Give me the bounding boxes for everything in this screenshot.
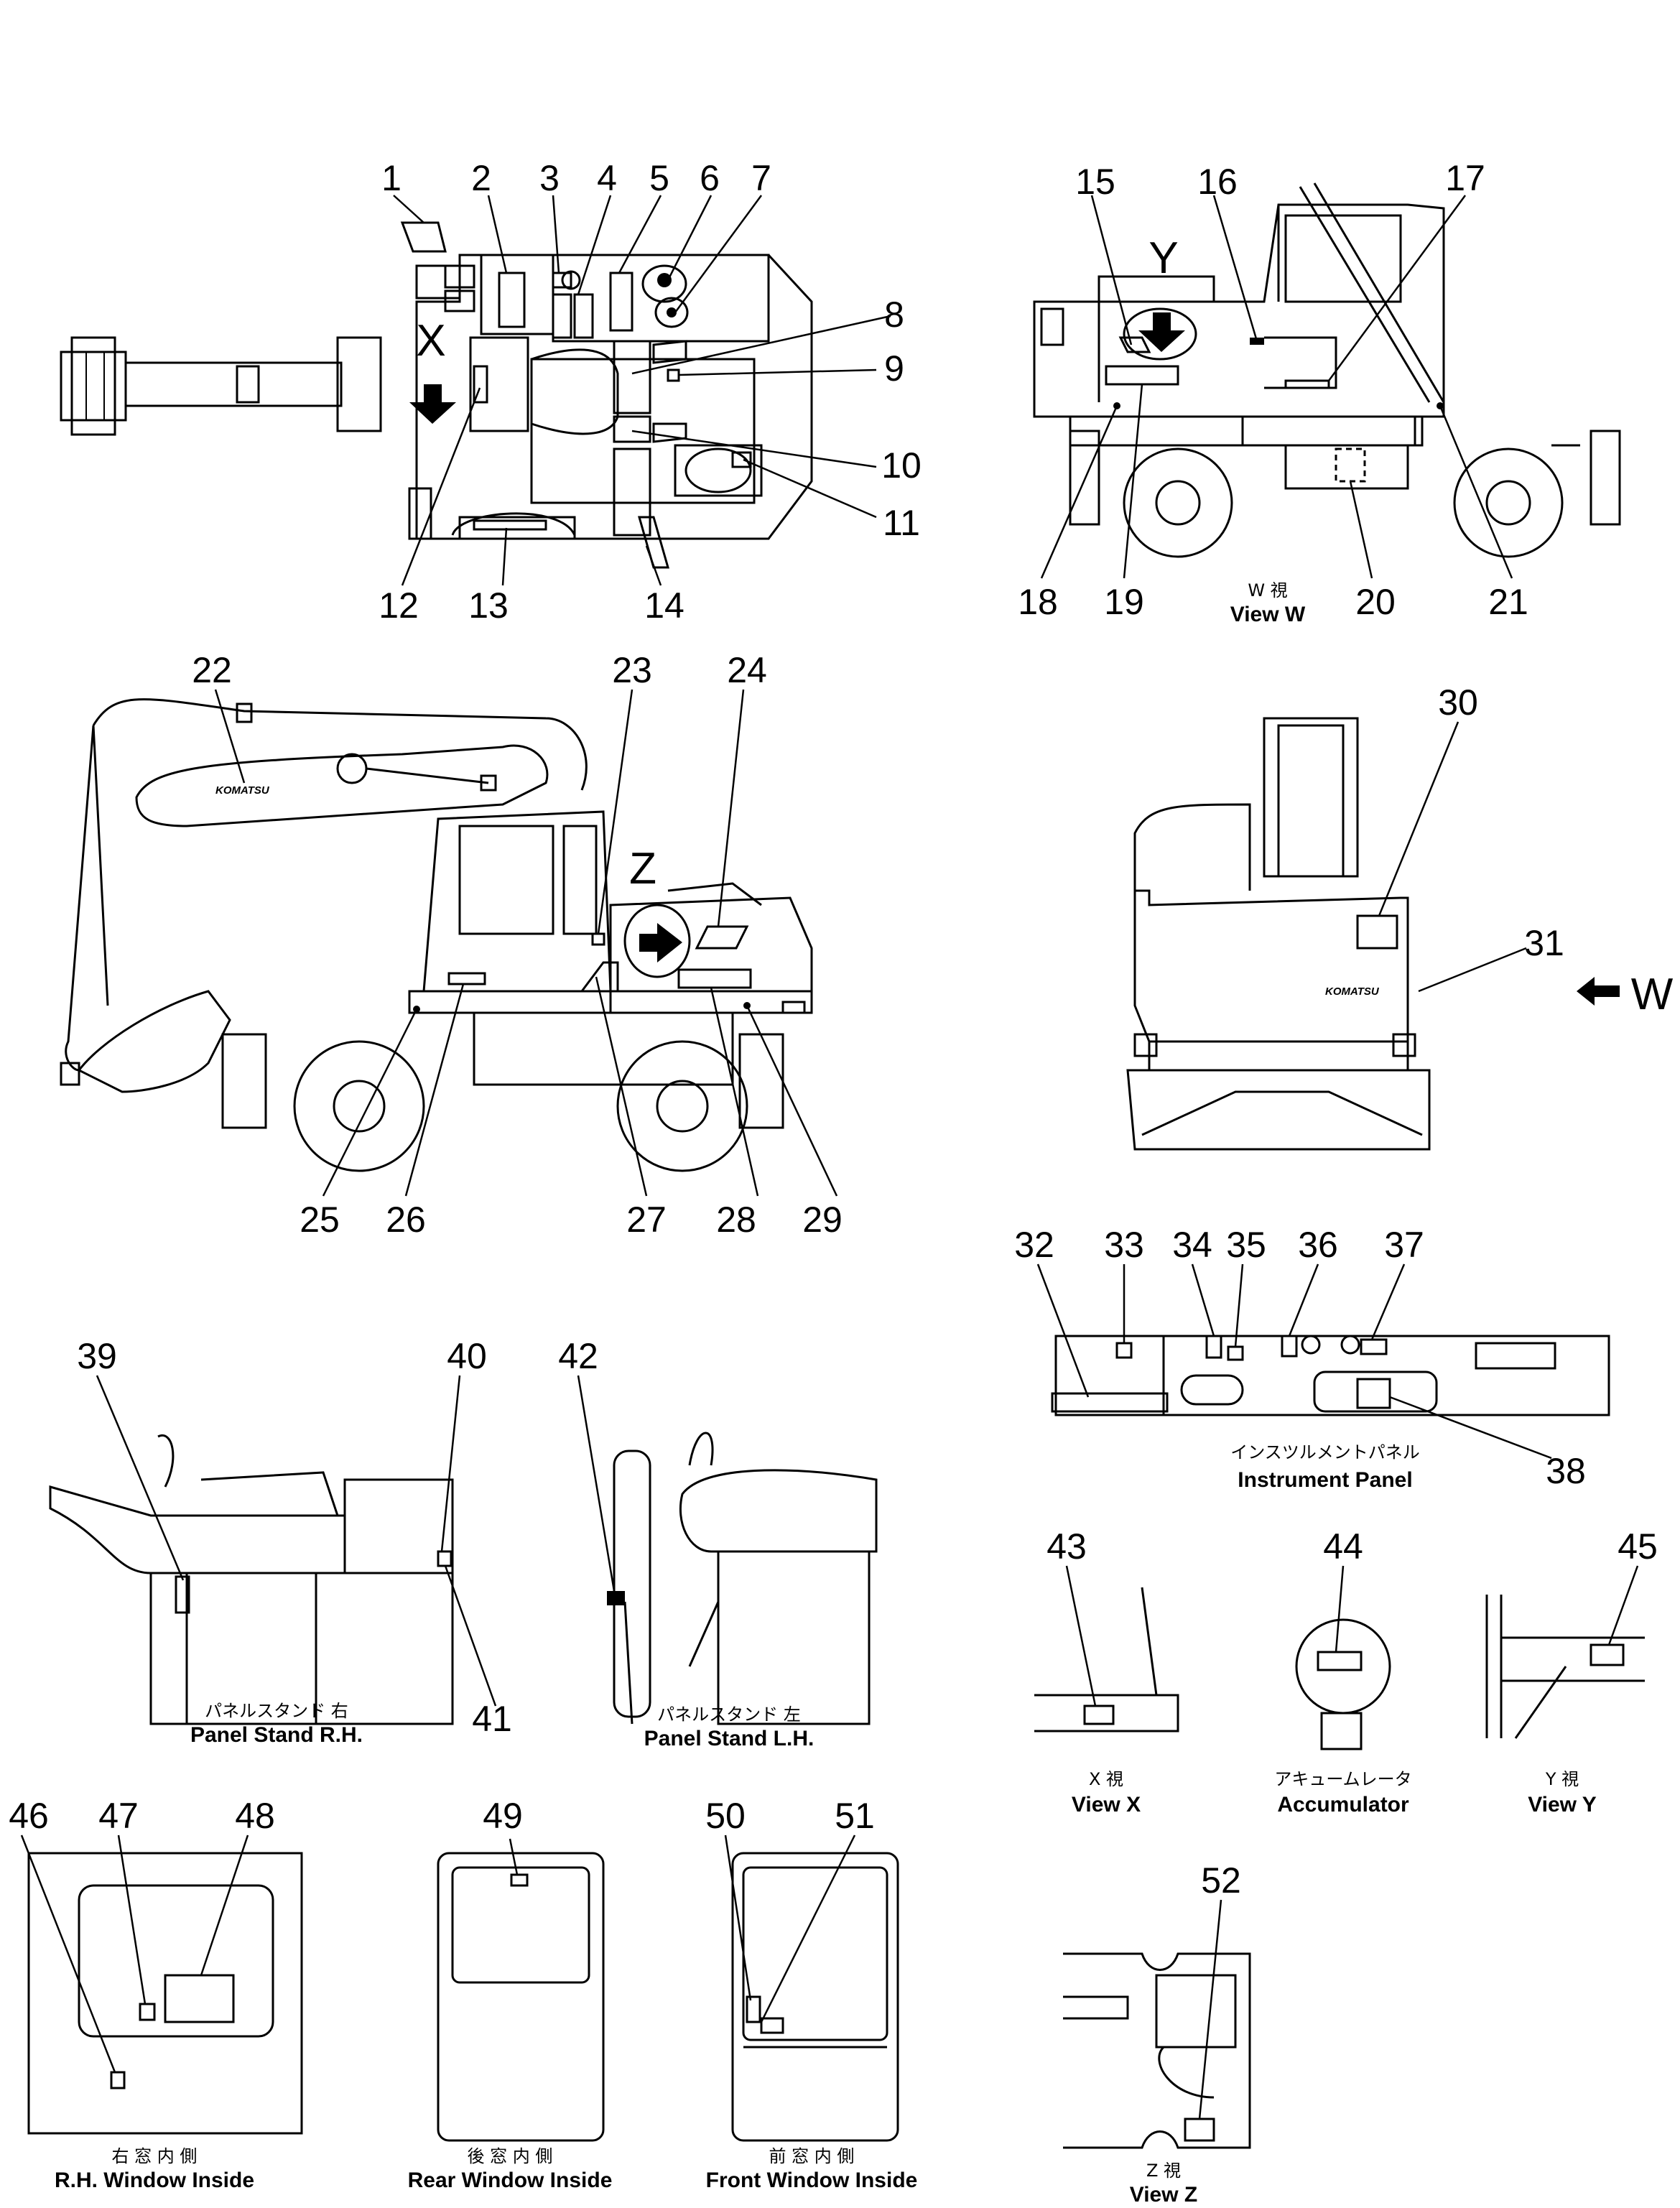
- label-46: 46: [9, 1796, 49, 1836]
- label-3: 3: [539, 158, 560, 198]
- view-x-caption-jp: X 視: [1089, 1769, 1123, 1789]
- instrument-panel-caption-jp: インスツルメントパネル: [1230, 1442, 1420, 1462]
- front-window-caption-jp: 前 窓 内 側: [769, 2146, 855, 2166]
- rear-window-caption-jp: 後 窓 内 側: [468, 2146, 553, 2166]
- panel-stand-lh-caption-jp: パネルスタンド 左: [657, 1704, 801, 1725]
- label-29: 29: [802, 1200, 843, 1240]
- label-20: 20: [1355, 582, 1396, 622]
- panel-stand-rh-caption-jp: パネルスタンド 右: [205, 1701, 348, 1721]
- label-38: 38: [1546, 1451, 1586, 1491]
- panel-stand-lh-caption: Panel Stand L.H.: [644, 1727, 815, 1750]
- label-48: 48: [235, 1796, 275, 1836]
- view-x-caption: View X: [1072, 1793, 1141, 1817]
- label-21: 21: [1488, 582, 1528, 622]
- instrument-panel: [1051, 1335, 1610, 1416]
- front-window: [731, 1852, 899, 2142]
- label-33: 33: [1104, 1225, 1144, 1265]
- label-24: 24: [727, 650, 767, 690]
- label-10: 10: [881, 445, 922, 486]
- view-z-caption-jp: Z 視: [1146, 2161, 1181, 2181]
- label-12: 12: [379, 585, 419, 626]
- rear-window-caption: Rear Window Inside: [408, 2168, 613, 2192]
- accumulator-caption-jp: アキュームレータ: [1274, 1769, 1411, 1789]
- view-w-caption-jp: W 視: [1248, 580, 1287, 600]
- label-9: 9: [884, 348, 904, 389]
- label-45: 45: [1618, 1526, 1658, 1567]
- view-y-caption-jp: Y 視: [1545, 1769, 1579, 1789]
- view-w-caption: View W: [1230, 603, 1306, 626]
- label-18: 18: [1018, 582, 1058, 622]
- rh-window-caption: R.H. Window Inside: [55, 2168, 254, 2192]
- label-39: 39: [77, 1336, 117, 1376]
- instrument-panel-caption: Instrument Panel: [1238, 1468, 1412, 1492]
- label-15: 15: [1075, 162, 1115, 202]
- label-27: 27: [626, 1200, 667, 1240]
- label-41: 41: [472, 1699, 512, 1739]
- view-y: [1485, 1595, 1645, 1739]
- label-13: 13: [468, 585, 509, 626]
- view-w-side: [1033, 182, 1621, 558]
- label-26: 26: [386, 1200, 426, 1240]
- view-z-caption: View Z: [1130, 2183, 1197, 2207]
- view-w-letter: W: [1631, 970, 1674, 1019]
- label-37: 37: [1384, 1225, 1424, 1265]
- label-47: 47: [98, 1796, 139, 1836]
- label-32: 32: [1014, 1225, 1054, 1265]
- label-17: 17: [1445, 158, 1485, 198]
- label-7: 7: [751, 158, 771, 198]
- accumulator-caption: Accumulator: [1277, 1793, 1409, 1817]
- label-44: 44: [1323, 1526, 1363, 1567]
- label-4: 4: [597, 158, 617, 198]
- front-window-caption: Front Window Inside: [706, 2168, 918, 2192]
- panel-stand-lh: [607, 1432, 878, 1725]
- komatsu-logo-rear: KOMATSU: [1325, 985, 1380, 998]
- label-49: 49: [483, 1796, 523, 1836]
- label-35: 35: [1226, 1225, 1266, 1265]
- view-y-caption: View Y: [1528, 1793, 1597, 1817]
- accumulator: [1295, 1618, 1391, 1750]
- label-5: 5: [649, 158, 669, 198]
- label-11: 11: [883, 503, 920, 543]
- label-25: 25: [300, 1200, 340, 1240]
- label-1: 1: [381, 158, 402, 198]
- view-y-letter: Y: [1148, 233, 1178, 283]
- part-numbers: 1 2 3 4 5 6 7 8 9 10 11 12 13 14 15 16 1…: [9, 158, 1658, 1901]
- label-34: 34: [1172, 1225, 1212, 1265]
- rh-window: [27, 1852, 303, 2135]
- label-16: 16: [1197, 162, 1238, 202]
- view-x: [1034, 1587, 1179, 1732]
- label-42: 42: [558, 1336, 598, 1376]
- label-14: 14: [644, 585, 684, 626]
- label-23: 23: [612, 650, 652, 690]
- label-22: 22: [192, 650, 232, 690]
- label-31: 31: [1524, 923, 1564, 963]
- label-40: 40: [447, 1336, 487, 1376]
- label-30: 30: [1438, 682, 1478, 723]
- view-z: [1063, 1952, 1251, 2149]
- leader-lines: [20, 195, 1639, 2120]
- label-8: 8: [884, 294, 904, 335]
- label-36: 36: [1298, 1225, 1338, 1265]
- top-view: [60, 221, 813, 569]
- label-19: 19: [1104, 582, 1144, 622]
- rh-window-caption-jp: 右 窓 内 側: [112, 2146, 198, 2166]
- label-2: 2: [471, 158, 491, 198]
- side-view: KOMATSU: [60, 698, 813, 1172]
- label-6: 6: [700, 158, 720, 198]
- label-43: 43: [1046, 1526, 1087, 1567]
- komatsu-logo: KOMATSU: [215, 784, 270, 797]
- label-28: 28: [716, 1200, 756, 1240]
- view-z-letter: Z: [629, 844, 656, 894]
- label-50: 50: [705, 1796, 746, 1836]
- view-x-letter: X: [416, 316, 445, 366]
- label-51: 51: [835, 1796, 875, 1836]
- captions: W 視 View W インスツルメントパネル Instrument Panel …: [55, 580, 1597, 2207]
- rear-view: KOMATSU: [1126, 717, 1620, 1151]
- label-52: 52: [1201, 1860, 1241, 1901]
- panel-stand-rh: [49, 1434, 454, 1725]
- panel-stand-rh-caption: Panel Stand R.H.: [190, 1723, 363, 1747]
- rear-window: [437, 1852, 605, 2142]
